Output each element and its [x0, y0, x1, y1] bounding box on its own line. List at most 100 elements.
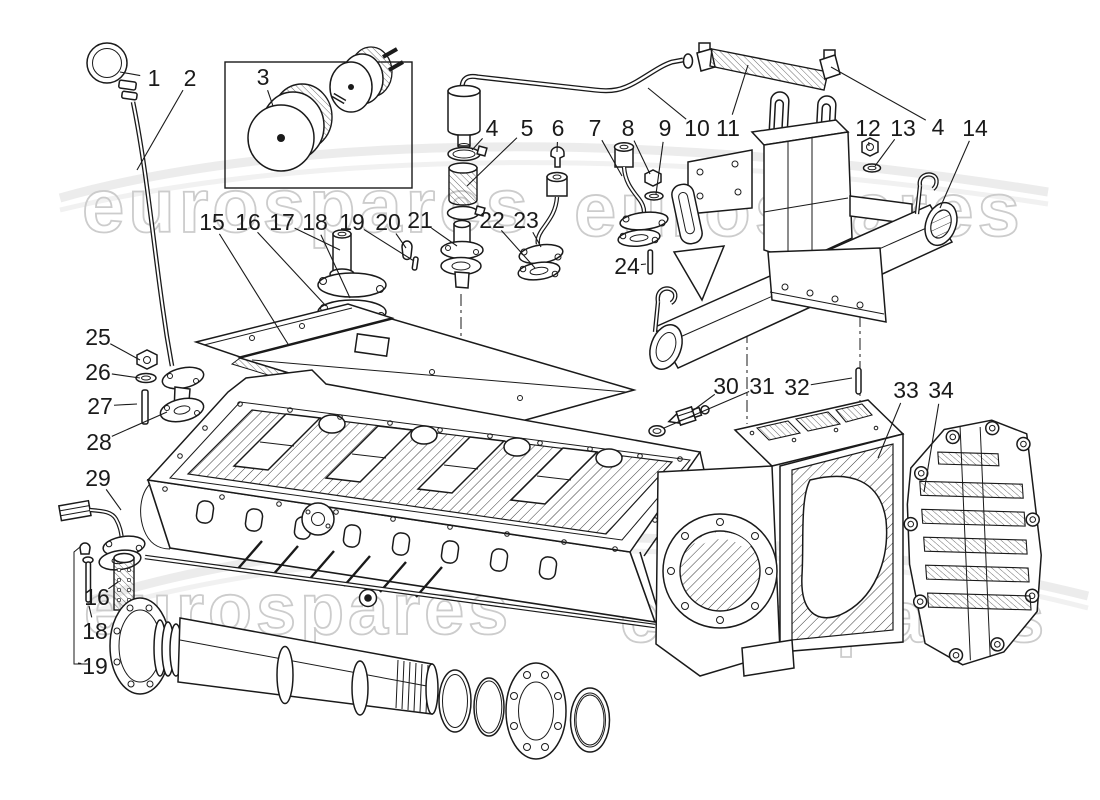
- s-hook: [914, 172, 939, 215]
- callout-8: 8: [622, 115, 635, 141]
- leader-line-30: [690, 393, 716, 413]
- callout-15: 15: [199, 209, 225, 235]
- leader-line-14: [939, 140, 970, 209]
- callout-4: 4: [486, 115, 499, 141]
- dipstick-assembly: [86, 42, 205, 417]
- bolt-6: [550, 146, 565, 168]
- callout-10: 10: [684, 115, 710, 141]
- suction-pipe-center: [517, 146, 568, 281]
- oil-union-assembly: [57, 499, 146, 665]
- cover-bolt-ears: [903, 420, 1040, 663]
- callout-20: 20: [375, 209, 401, 235]
- suction-pipe-right: [613, 142, 669, 275]
- leader-line-9: [655, 141, 664, 195]
- threaded-end: [395, 659, 429, 714]
- dipstick-mount-parts: [135, 349, 205, 425]
- callout-18: 18: [302, 209, 328, 235]
- callout-5: 5: [521, 115, 534, 141]
- callout-2: 2: [184, 65, 197, 91]
- callout-29: 29: [85, 465, 111, 491]
- callout-17: 17: [269, 209, 295, 235]
- washer-13: [862, 163, 882, 173]
- callout-22: 22: [479, 207, 505, 233]
- engine-mount-large: [247, 83, 333, 172]
- breather-canister: [447, 84, 481, 149]
- leader-line-33: [877, 402, 902, 459]
- sump-fins: [235, 540, 443, 598]
- drain-boss: [301, 502, 335, 536]
- callout-33: 33: [893, 377, 919, 403]
- callout-11: 11: [716, 115, 740, 141]
- leader-line-22: [500, 230, 536, 269]
- leader-line-18: [320, 234, 351, 299]
- sump-scallops: [195, 500, 558, 580]
- leader-line-28: [111, 411, 168, 437]
- leader-line-18: [88, 605, 93, 618]
- callout-23: 23: [513, 207, 539, 233]
- callout-7: 7: [589, 115, 602, 141]
- leader-line-23: [532, 231, 542, 248]
- leader-line-32: [810, 377, 853, 386]
- o-ring: [438, 669, 472, 733]
- temp-sensor: [648, 405, 710, 437]
- callout-19: 19: [339, 209, 365, 235]
- seal-ring: [569, 687, 611, 753]
- callout-25: 25: [85, 324, 111, 350]
- callout-28: 28: [86, 429, 112, 455]
- callout-24: 24: [614, 253, 640, 279]
- ribbed-end-cover: [903, 419, 1042, 666]
- nut-12: [861, 137, 879, 157]
- leader-line-16: [108, 581, 119, 590]
- washer-31: [648, 425, 666, 437]
- stud-27: [141, 389, 149, 425]
- sump-rim-bolt-holes: [162, 401, 683, 552]
- leader-line-19: [363, 228, 415, 262]
- subframe: [649, 91, 958, 395]
- pipe-end-fitting: [682, 53, 694, 69]
- leader-line-21: [431, 227, 458, 247]
- leader-line-13: [874, 138, 896, 167]
- callout-18: 18: [82, 618, 108, 644]
- leader-line-34: [923, 403, 940, 493]
- o-ring: [473, 677, 505, 737]
- callout-34: 34: [928, 377, 954, 403]
- callout-21: 21: [407, 207, 433, 233]
- callout-13: 13: [890, 115, 916, 141]
- washer-26: [135, 372, 157, 384]
- callout-6: 6: [552, 115, 565, 141]
- leader-line-1: [119, 71, 141, 77]
- s-hook: [652, 286, 678, 333]
- leader-line-4: [830, 66, 927, 121]
- leader-line-4: [471, 137, 483, 151]
- callout-26: 26: [85, 359, 111, 385]
- callout-30: 30: [713, 373, 739, 399]
- leader-line-16: [257, 231, 327, 307]
- bolt-18: [85, 561, 92, 603]
- leader-line-19: [77, 662, 82, 665]
- callout-4: 4: [932, 114, 945, 140]
- swoosh-top-2: [59, 160, 1049, 213]
- callout-3: 3: [257, 64, 270, 90]
- leader-line-8: [633, 140, 651, 175]
- callout-14: 14: [962, 115, 988, 141]
- callout-19: 19: [82, 653, 108, 679]
- leader-line-5: [466, 137, 518, 187]
- leader-line-27: [113, 403, 138, 406]
- callout-9: 9: [659, 115, 672, 141]
- leader-line-10: [647, 87, 687, 120]
- leader-line-24: [640, 263, 647, 266]
- washer-9: [644, 191, 664, 201]
- dowel-pin: [411, 256, 419, 271]
- leader-line-25: [110, 343, 141, 361]
- nut-25: [136, 349, 158, 370]
- leader-line-7: [601, 139, 623, 177]
- dome-nut: [79, 542, 91, 555]
- axle-shaft-assembly: [109, 597, 611, 760]
- leader-line-20: [395, 233, 407, 249]
- pin-32: [855, 367, 862, 395]
- leader-line-31: [663, 391, 750, 429]
- leader-line-17: [294, 227, 341, 251]
- nut-8: [644, 169, 662, 187]
